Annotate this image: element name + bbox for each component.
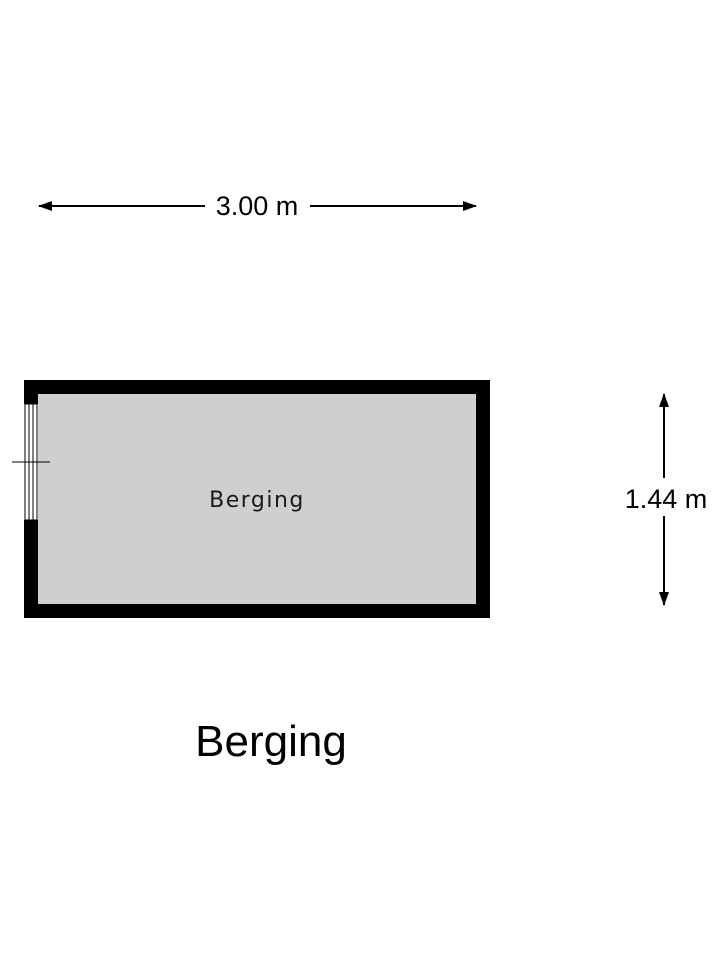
height-dimension: 1.44 m <box>625 393 708 606</box>
window-left <box>12 403 50 521</box>
height-dimension-label: 1.44 m <box>625 484 708 514</box>
room-floor <box>38 394 476 604</box>
wall-left-upper <box>24 380 38 404</box>
width-dimension: 3.00 m <box>38 191 477 221</box>
wall-top <box>24 380 490 394</box>
width-dimension-label: 3.00 m <box>216 191 299 221</box>
floor-title: Berging <box>195 717 347 766</box>
wall-left-lower <box>24 520 38 618</box>
wall-bottom <box>24 604 490 618</box>
room-berging: Berging <box>12 380 490 618</box>
wall-right <box>476 380 490 618</box>
room-label: Berging <box>209 488 305 513</box>
